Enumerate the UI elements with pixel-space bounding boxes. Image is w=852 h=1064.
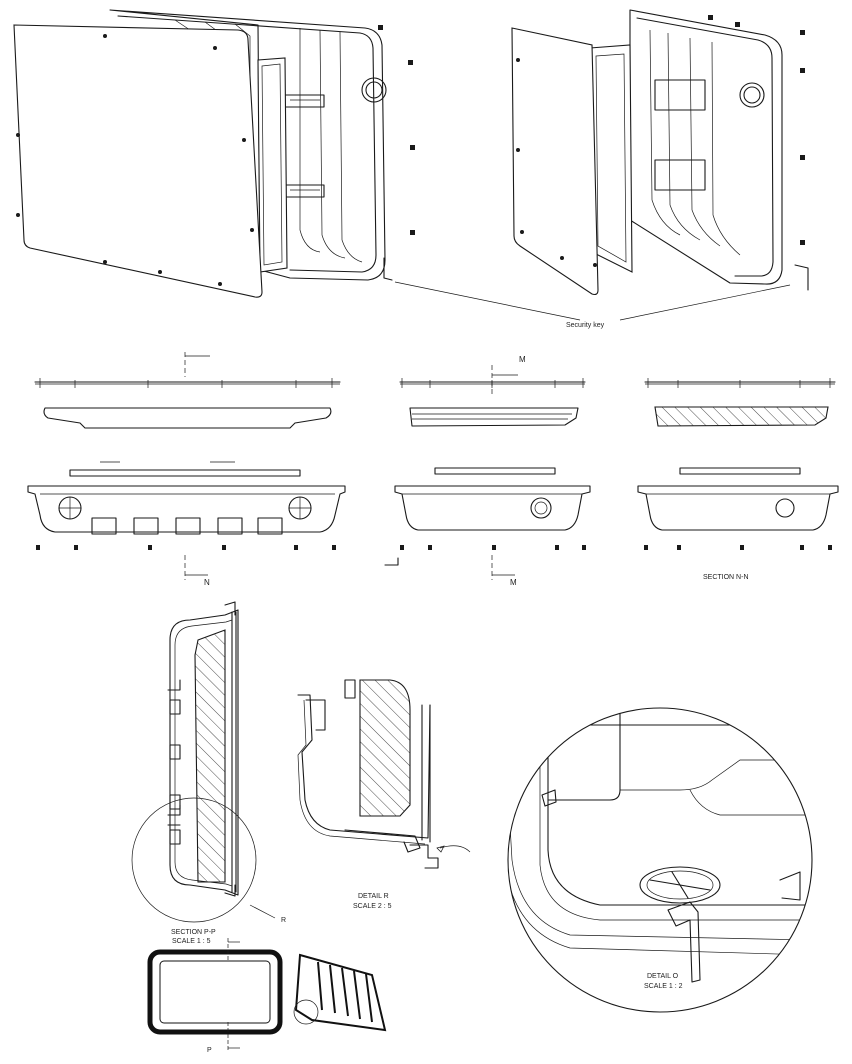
thumbnail-isometric-box (293, 953, 387, 1032)
detail-o-scale: SCALE 1 : 2 (644, 983, 683, 990)
section-pp-label: SECTION P-P (171, 929, 216, 936)
security-key-callout: Security key (394, 281, 791, 329)
isometric-view-open-box-right (511, 9, 809, 296)
detail-r-scale: SCALE 2 : 5 (353, 903, 392, 910)
screws-column-right (708, 15, 805, 245)
detail-r-view: DETAIL R SCALE 2 : 5 (297, 679, 471, 910)
section-nn-label: SECTION N-N (703, 574, 749, 581)
side-elevation-view: M M (384, 355, 591, 587)
section-mark-n: N (204, 578, 210, 587)
security-key-label: Security key (566, 322, 605, 329)
section-mark-p: P (207, 1047, 212, 1054)
detail-r-label: DETAIL R (358, 893, 389, 900)
section-pp-view: R SECTION P-P SCALE 1 : 5 (131, 601, 286, 945)
thumbnail-front-frame: P (147, 938, 283, 1054)
section-pp-scale: SCALE 1 : 5 (172, 938, 211, 945)
front-elevation-view: N (27, 352, 346, 587)
section-mark-m-bottom: M (510, 578, 517, 587)
isometric-view-open-box-left (13, 9, 393, 298)
detail-mark-r: R (281, 917, 286, 924)
section-nn-view: SECTION N-N (637, 378, 839, 581)
detail-o-label: DETAIL O (647, 973, 679, 980)
section-mark-m-top: M (519, 355, 526, 364)
screws-column-left (378, 25, 415, 235)
detail-o-view: DETAIL O SCALE 1 : 2 (507, 707, 813, 1013)
